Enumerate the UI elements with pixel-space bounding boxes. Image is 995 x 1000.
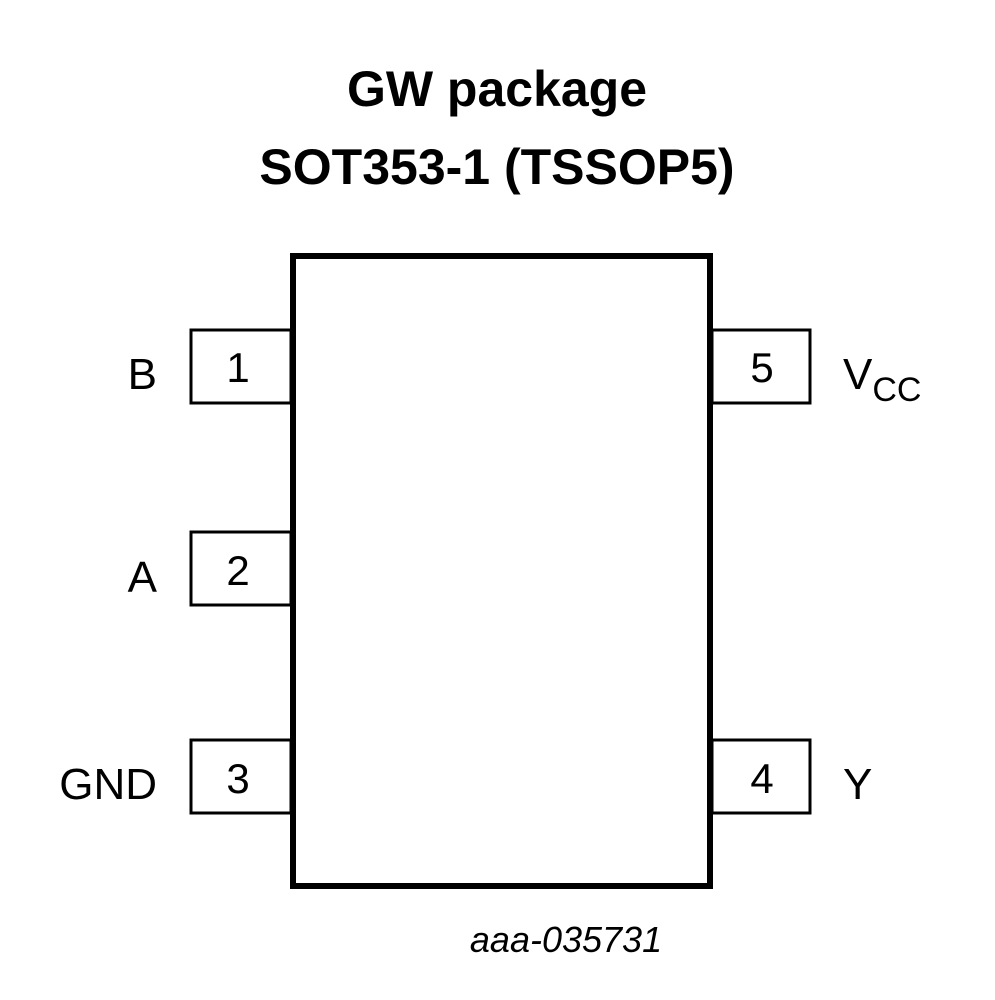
pin-1-box [189, 328, 293, 405]
pin-1-name: B [128, 350, 157, 399]
pin-3: 3 GND [59, 738, 293, 815]
pin-3-box [189, 738, 293, 815]
pin-3-number: 3 [226, 755, 249, 802]
pin-2-number: 2 [226, 547, 249, 594]
pin-4-number: 4 [750, 755, 773, 802]
pin-4-box [710, 738, 812, 815]
pin-5-name: VCC [843, 350, 921, 409]
pin-5: 5 VCC [710, 328, 921, 409]
pin-4-name: Y [843, 760, 872, 809]
pin-2-box [189, 530, 293, 607]
figure-id-caption: aaa-035731 [470, 919, 662, 960]
package-body [290, 253, 713, 889]
pin-5-name-subscript: CC [872, 371, 921, 409]
title-line-2: SOT353-1 (TSSOP5) [259, 139, 734, 195]
pin-5-number: 5 [750, 344, 773, 391]
pin-5-name-main: V [843, 350, 873, 399]
title-line-1: GW package [347, 61, 647, 117]
pin-1-number: 1 [226, 344, 249, 391]
pin-3-name: GND [59, 760, 157, 809]
pin-1: 1 B [128, 328, 293, 405]
pin-4: 4 Y [710, 738, 872, 815]
pin-5-box [710, 328, 812, 405]
pin-2-name: A [128, 553, 158, 602]
pin-2: 2 A [128, 530, 293, 607]
